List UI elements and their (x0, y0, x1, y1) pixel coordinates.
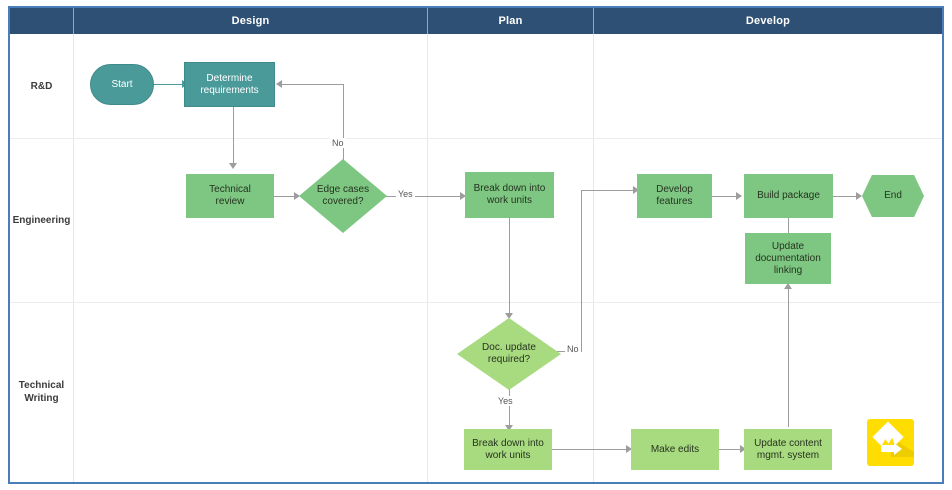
lucidchart-app-icon[interactable] (867, 419, 914, 466)
conn-docupdate-yes-arrowhead (505, 425, 513, 431)
column-header-design[interactable]: Design (231, 15, 270, 27)
node-end-label: End (884, 190, 902, 201)
node-update-content-mgmt-system[interactable]: Update content mgmt. system (744, 429, 832, 470)
edge-label-edgecases-no: No (330, 138, 346, 148)
node-build-package-label: Build package (757, 190, 820, 201)
node-start[interactable]: Start (90, 64, 154, 105)
column-header-plan[interactable]: Plan (498, 15, 523, 27)
node-break-down-into-work-units-tw-line2: work units (485, 449, 531, 461)
conn-makeedits-to-updatecms-arrowhead (740, 445, 746, 453)
header-separator-1 (73, 8, 74, 34)
node-technical-review-line1: Technical (209, 184, 251, 195)
node-break-down-into-work-units-plan-line1: Break down into (473, 183, 546, 194)
node-technical-review[interactable]: Technical review (186, 174, 274, 218)
node-doc-update-required-line2: required? (487, 354, 531, 365)
conn-breakdown1-to-docupdate-v (509, 218, 510, 314)
node-edge-cases-covered[interactable]: Edge cases covered? (299, 159, 387, 233)
app-icon-arrow-head-icon (894, 443, 902, 455)
node-break-down-into-work-units-tw[interactable]: Break down into work units (464, 429, 552, 470)
node-edge-cases-covered-line1: Edge cases (316, 184, 370, 195)
node-develop-features-line1: Develop (656, 184, 693, 195)
header-separator-3 (593, 8, 594, 34)
lane-label-engineering: Engineering (12, 214, 71, 226)
conn-edgecases-yes-arrowhead (460, 192, 466, 200)
edge-label-docupdate-no: No (565, 344, 581, 354)
conn-updatecms-to-updatedoclink-arrowhead (784, 283, 792, 289)
node-update-documentation-linking[interactable]: Update documentation linking (745, 233, 831, 284)
node-determine-requirements-line1: Determine (206, 72, 253, 84)
node-doc-update-required-text: Doc. update required? (457, 342, 561, 366)
column-header-develop[interactable]: Develop (745, 15, 791, 27)
node-start-label: Start (111, 78, 133, 90)
lane-hline-2 (10, 302, 942, 303)
node-update-documentation-linking-line1: Update (771, 240, 805, 252)
conn-edgecases-no-h (282, 84, 343, 85)
conn-breakdown2-to-makeedits (551, 449, 627, 450)
node-update-content-mgmt-system-line2: mgmt. system (756, 449, 820, 461)
conn-breakdown2-to-makeedits-arrowhead (626, 445, 632, 453)
conn-breakdown1-to-docupdate-arrowhead (505, 313, 513, 319)
conn-start-to-determine (153, 84, 183, 85)
conn-buildpkg-to-end-arrowhead (856, 192, 862, 200)
swimlane-header-band: Design Plan Develop (10, 8, 942, 34)
lane-vline-1 (73, 34, 74, 482)
conn-develop-to-buildpkg-arrowhead (736, 192, 742, 200)
conn-makeedits-to-updatecms (719, 449, 741, 450)
node-edge-cases-covered-line2: covered? (322, 196, 364, 207)
header-separator-2 (427, 8, 428, 34)
conn-docupdate-no-v (581, 190, 582, 352)
edge-label-docupdate-yes: Yes (496, 396, 515, 406)
conn-buildpkg-to-end (832, 196, 857, 197)
conn-techreview-to-edgecases-arrowhead (294, 192, 300, 200)
lane-vline-2 (427, 34, 428, 482)
lane-vline-3 (593, 34, 594, 482)
conn-edgecases-no-arrowhead (276, 80, 282, 88)
conn-determine-to-techreview-arrowhead (229, 163, 237, 169)
conn-updatedoclink-to-buildpkg-v (788, 210, 789, 234)
conn-docupdate-yes-v (509, 388, 510, 426)
node-build-package[interactable]: Build package (744, 174, 833, 218)
conn-docupdate-no-arrowhead (633, 186, 639, 194)
diamond-shape-icon (299, 159, 387, 233)
conn-determine-to-techreview-v (233, 107, 234, 164)
lane-hline-1 (10, 138, 942, 139)
node-technical-review-line2: review (215, 196, 245, 207)
conn-edgecases-no-v (343, 84, 344, 162)
node-end[interactable]: End (862, 175, 924, 217)
conn-techreview-to-edgecases (273, 196, 295, 197)
conn-docupdate-no-h2 (581, 190, 634, 191)
node-doc-update-required[interactable]: Doc. update required? (457, 318, 561, 390)
node-update-documentation-linking-line3: linking (773, 264, 803, 276)
app-icon-arrow-bar (881, 446, 896, 452)
conn-edgecases-yes-h (379, 196, 461, 197)
node-determine-requirements-line2: requirements (200, 84, 259, 96)
node-develop-features[interactable]: Develop features (637, 174, 712, 218)
node-break-down-into-work-units-tw-line1: Break down into (472, 437, 544, 449)
node-determine-requirements[interactable]: Determine requirements (184, 62, 275, 107)
lane-label-rnd: R&D (30, 80, 53, 92)
node-make-edits-label: Make edits (650, 443, 700, 455)
node-update-documentation-linking-line2: documentation (755, 252, 821, 264)
node-break-down-into-work-units-plan-line2: work units (486, 195, 532, 206)
node-edge-cases-covered-text: Edge cases covered? (299, 184, 387, 208)
diamond-shape-icon-2 (457, 318, 561, 390)
node-develop-features-line2: features (656, 196, 693, 207)
node-break-down-into-work-units-plan[interactable]: Break down into work units (465, 172, 554, 218)
node-update-content-mgmt-system-line1: Update content (754, 437, 822, 449)
conn-develop-to-buildpkg (711, 196, 737, 197)
conn-updatecms-to-updatedoclink-v (788, 285, 789, 427)
node-make-edits[interactable]: Make edits (631, 429, 719, 470)
edge-label-edgecases-yes: Yes (396, 189, 415, 199)
node-doc-update-required-line1: Doc. update (482, 342, 536, 353)
